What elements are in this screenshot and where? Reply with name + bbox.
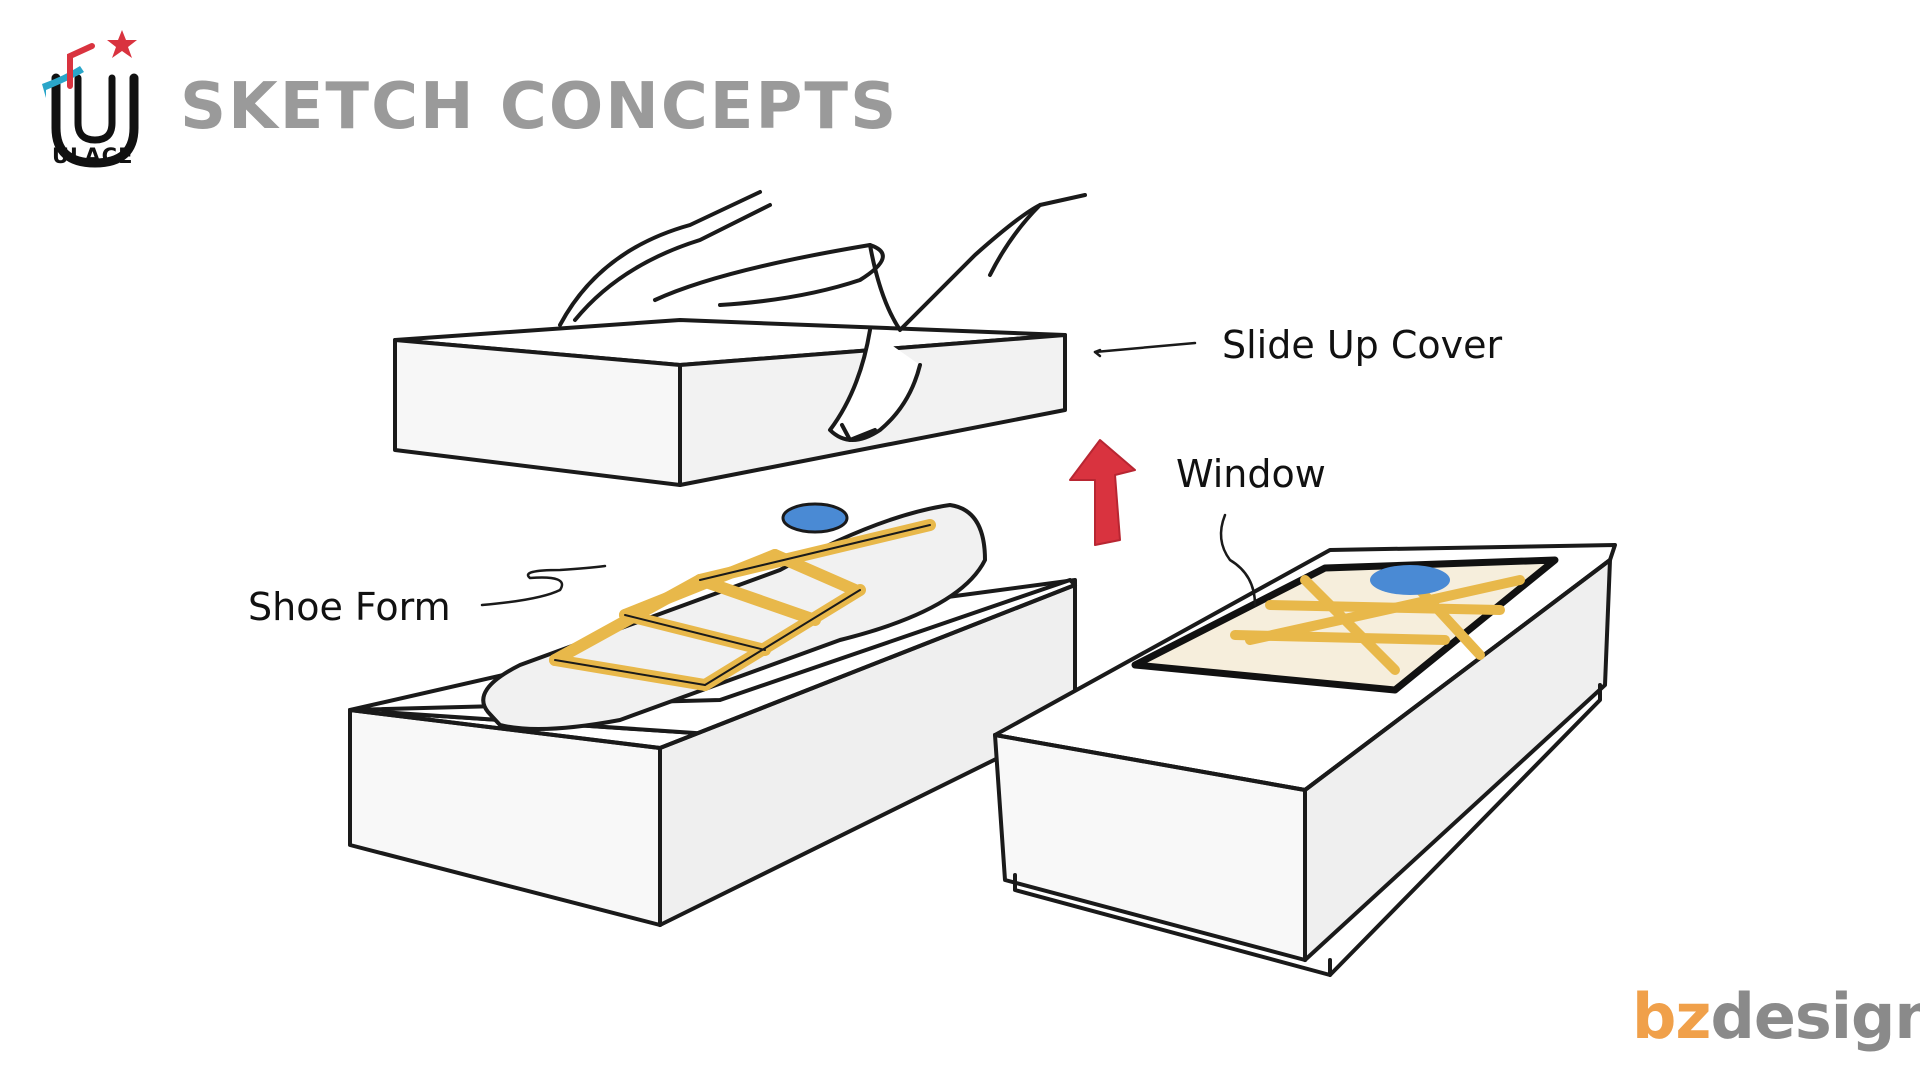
page-title: SKETCH CONCEPTS	[180, 70, 899, 144]
ulace-logo	[42, 30, 139, 168]
button-icon	[781, 502, 849, 534]
cover-leader-line	[1093, 341, 1197, 354]
shoe-form-base-sketch	[348, 502, 1077, 927]
window-box-sketch	[993, 543, 1617, 977]
brand-part-b: design	[1710, 980, 1920, 1053]
label-slide-up-cover: Slide Up Cover	[1222, 323, 1503, 367]
window-button-icon	[1370, 565, 1450, 595]
label-shoe-form: Shoe Form	[248, 585, 451, 629]
logo-wordmark: ULACE	[52, 144, 134, 168]
star-icon	[107, 30, 137, 58]
label-window: Window	[1176, 452, 1326, 496]
window-leader-line	[1219, 513, 1257, 607]
brand-logo: bzdesign	[1632, 980, 1920, 1053]
up-arrow-icon	[1069, 439, 1136, 546]
shoe-leader-line	[480, 564, 607, 607]
slide-up-cover-sketch	[393, 190, 1087, 487]
brand-part-a: bz	[1632, 980, 1711, 1053]
